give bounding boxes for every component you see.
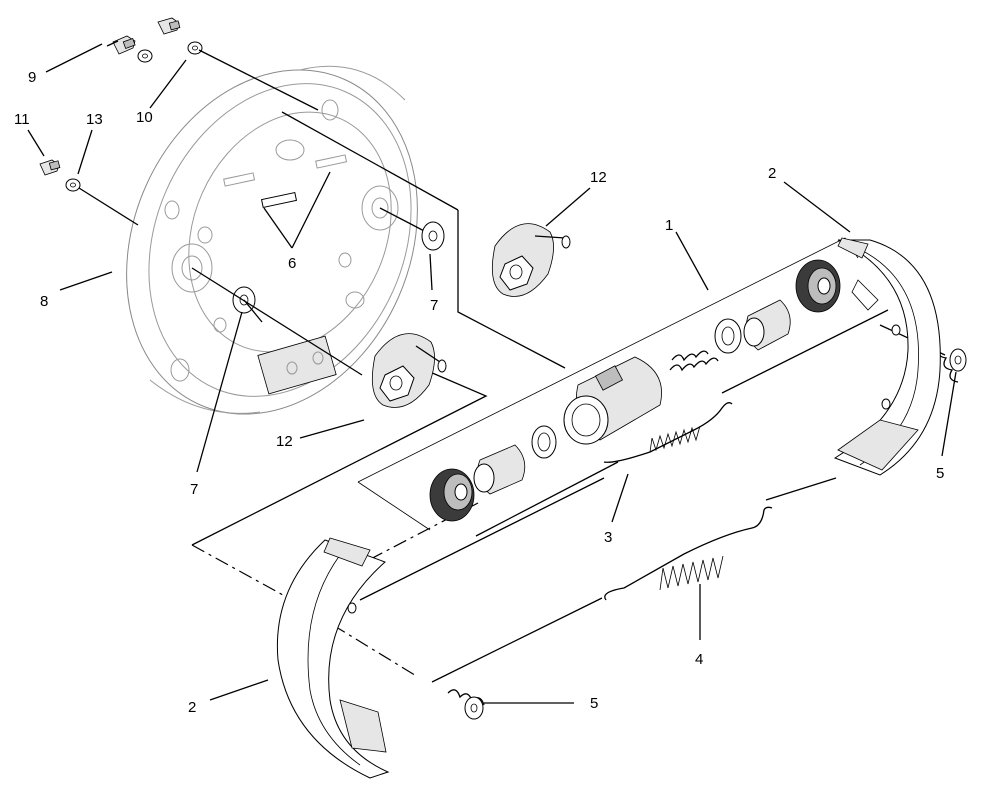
boot-left [429, 468, 475, 522]
boot-right [795, 259, 841, 313]
backing-plate [126, 65, 418, 415]
bolt-11 [39, 159, 61, 176]
brake-shoe-top [833, 237, 941, 476]
callout-labels: 9 10 11 13 8 6 7 7 12 12 1 2 5 3 4 5 2 [14, 69, 944, 716]
callout-7-right: 7 [430, 297, 438, 314]
washer-9 [137, 49, 153, 63]
callout-1: 1 [665, 217, 673, 234]
spring-4 [604, 506, 773, 601]
hold-down-spring-right [937, 345, 967, 383]
washer-7-right [421, 221, 445, 251]
piston-right [743, 299, 791, 351]
washer-13 [65, 178, 81, 192]
callout-12-top: 12 [590, 169, 607, 186]
leader-lines [27, 43, 957, 704]
piston-left [473, 444, 526, 495]
spring-3 [603, 402, 733, 463]
callout-11: 11 [14, 111, 30, 128]
adjuster-cam-bottom [371, 333, 447, 408]
return-spring-inner [669, 350, 719, 372]
adjuster-cam-top [491, 223, 571, 297]
cup-left [531, 425, 557, 459]
callout-8: 8 [40, 293, 48, 310]
callout-7-bottom: 7 [190, 481, 198, 498]
callout-6: 6 [288, 255, 296, 272]
hold-down-spring-bottom [447, 689, 485, 720]
callout-5-right: 5 [936, 465, 944, 482]
callout-13: 13 [86, 111, 103, 128]
callout-2-bottom: 2 [188, 699, 196, 716]
wheel-cylinder-body [563, 356, 662, 445]
callout-4: 4 [695, 651, 703, 668]
brake-shoe-bottom [276, 537, 390, 779]
callout-2-top: 2 [768, 165, 776, 182]
callout-3: 3 [604, 529, 612, 546]
callout-10: 10 [136, 109, 153, 126]
bolt-10 [157, 17, 181, 35]
cup-right [714, 318, 742, 354]
washer-10 [187, 41, 203, 55]
callout-12-bottom: 12 [276, 433, 293, 450]
callout-5-bottom: 5 [590, 695, 598, 712]
bolt-9 [106, 35, 136, 55]
callout-9: 9 [28, 69, 36, 86]
